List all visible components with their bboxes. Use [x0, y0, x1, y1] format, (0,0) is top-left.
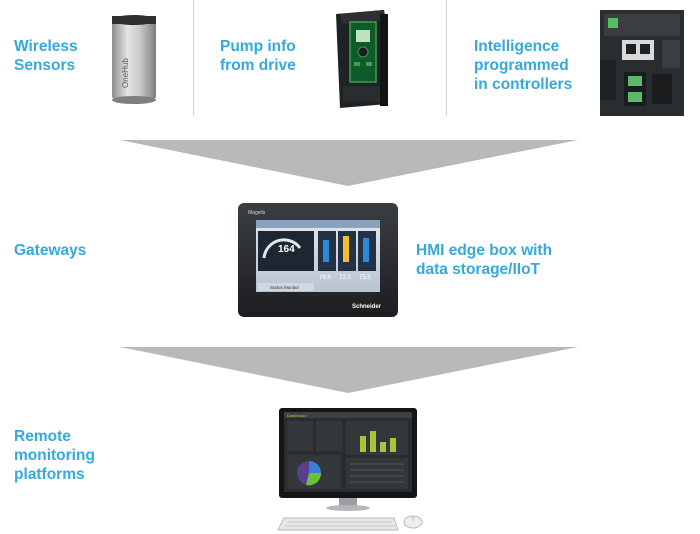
- flow-arrow-top: [120, 140, 578, 186]
- wireless-sensor-device: OneHub: [112, 15, 156, 104]
- controller-plc: [600, 10, 684, 116]
- monitor-device: Dashboard: [279, 408, 417, 511]
- hmi-readout-2: 73.3: [339, 275, 351, 281]
- keyboard: [278, 518, 398, 530]
- dashboard-title: Dashboard: [287, 413, 307, 418]
- hmi-edge-box-device: Magelis 164 79.9 73.3 75.5 Status Monito…: [238, 203, 398, 317]
- mouse: [404, 516, 422, 528]
- hmi-footer-text: Status Monitor: [270, 285, 300, 290]
- hmi-readout-3: 75.5: [359, 275, 371, 281]
- hmi-brand-text: Magelis: [248, 210, 266, 216]
- hmi-readout-1: 79.9: [319, 275, 331, 281]
- wireless-device-text: OneHub: [121, 58, 130, 88]
- variable-speed-drive: [336, 10, 388, 108]
- hmi-logo-text: Schneider: [352, 304, 382, 310]
- hmi-main-value: 164: [278, 244, 295, 255]
- flow-arrow-bottom: [120, 347, 578, 393]
